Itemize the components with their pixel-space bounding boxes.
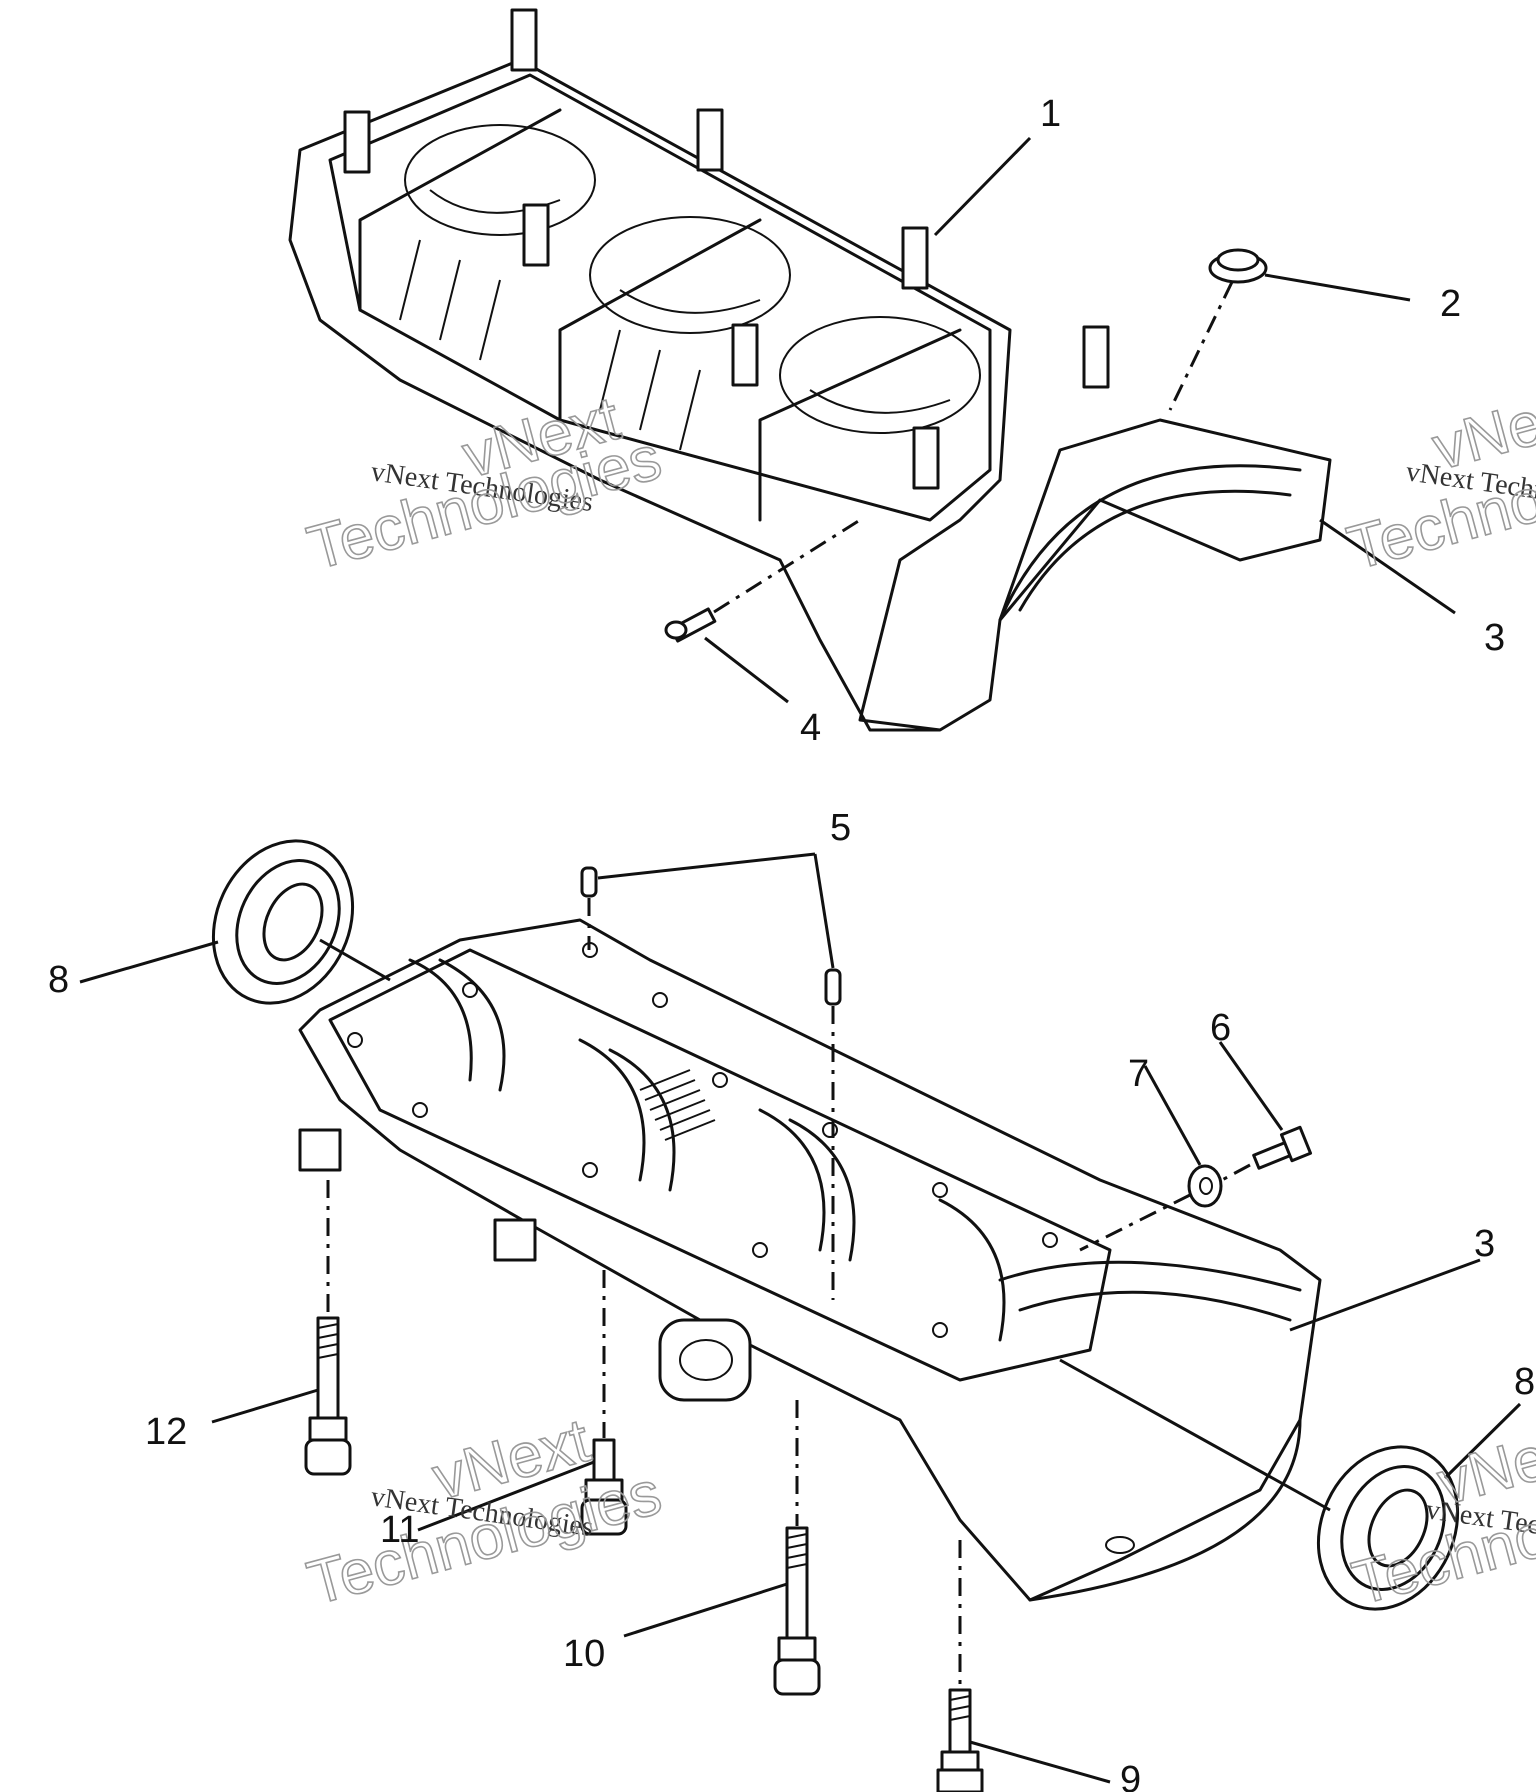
bolt-part-12 <box>304 1180 352 1476</box>
plug-part-2 <box>1168 248 1268 411</box>
watermark-text: vNext <box>1431 1411 1536 1519</box>
oil-seal-part-8-right <box>1059 1358 1460 1611</box>
callout-11: 11 <box>380 1509 419 1551</box>
callout-8-left: 8 <box>48 959 69 1001</box>
callout-3-lower: 3 <box>1474 1223 1495 1265</box>
flange-holes <box>347 942 1058 1338</box>
callout-9: 9 <box>1120 1759 1141 1792</box>
callout-8-right: 8 <box>1514 1361 1535 1403</box>
callout-7: 7 <box>1128 1053 1149 1095</box>
callout-labels: 1 2 3 4 5 8 6 7 3 8 12 11 10 9 <box>48 93 1535 1792</box>
callout-6: 6 <box>1210 1007 1231 1049</box>
bolt-part-9 <box>936 1540 984 1792</box>
callout-1: 1 <box>1040 93 1061 135</box>
lower-crankcase <box>298 918 1322 1602</box>
callout-12: 12 <box>145 1411 187 1453</box>
watermark-text: vNext <box>1426 376 1536 484</box>
bolt-part-6 <box>1252 1125 1313 1170</box>
callout-3-upper: 3 <box>1484 617 1505 659</box>
bolt-part-10 <box>773 1400 821 1696</box>
callout-2: 2 <box>1440 283 1461 325</box>
bolt-part-11 <box>580 1270 628 1536</box>
upper-crankcase <box>288 8 1332 732</box>
callout-4: 4 <box>800 707 821 749</box>
dowel-pins-part-5 <box>580 866 842 1300</box>
washer-part-7 <box>1079 1163 1251 1252</box>
leader-lines <box>79 136 1522 1784</box>
oil-seal-part-8-left <box>211 839 391 1005</box>
bolt-part-4 <box>664 518 861 643</box>
callout-10: 10 <box>563 1633 605 1675</box>
callout-5: 5 <box>830 807 851 849</box>
cylinder-studs <box>343 8 1110 490</box>
